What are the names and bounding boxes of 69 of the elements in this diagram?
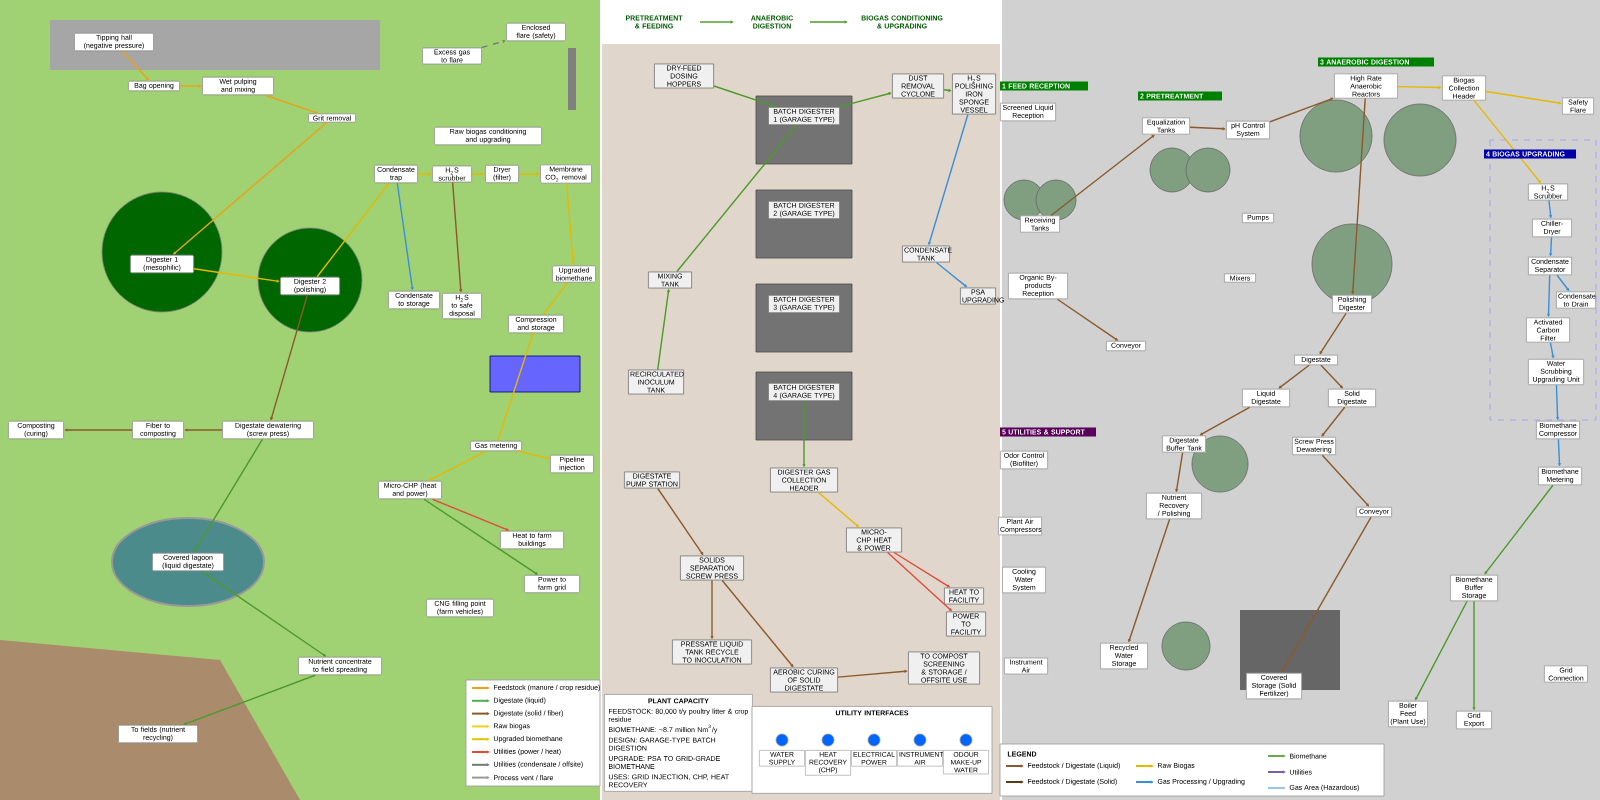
- flow-arrow: [423, 498, 538, 575]
- flow-arrow: [1319, 312, 1347, 355]
- flow-arrow: [396, 182, 414, 291]
- flow-arrow: [1281, 516, 1372, 673]
- flow-arrow: [1278, 364, 1310, 389]
- flow-arrow: [1175, 451, 1184, 493]
- flow-arrow: [1547, 274, 1551, 317]
- flow-arrow: [1484, 484, 1554, 575]
- flow-arrow: [837, 669, 908, 678]
- flow-arrow: [428, 450, 487, 481]
- flow-arrow: [657, 487, 704, 556]
- flow-arrow: [1321, 406, 1346, 437]
- flow-arrow: [676, 125, 797, 273]
- flow-arrow: [64, 428, 133, 432]
- flow-arrow: [928, 113, 969, 246]
- flow-arrow: [497, 332, 534, 441]
- flow-arrow: [1556, 274, 1570, 292]
- flow-arrow: [184, 428, 223, 432]
- flow-arrow: [1351, 97, 1366, 295]
- flow-arrow: [713, 85, 777, 108]
- flow-arrow: [480, 40, 506, 49]
- flow-arrow: [1189, 126, 1226, 131]
- flow-arrow: [121, 50, 149, 81]
- flow-arrow: [943, 88, 952, 92]
- flow-arrow: [1548, 199, 1553, 219]
- flow-arrow: [451, 181, 463, 293]
- flow-arrow: [838, 92, 892, 108]
- flow-arrow: [179, 84, 202, 88]
- flow-arrow: [809, 20, 848, 24]
- flow-arrow: [431, 498, 509, 531]
- flow-arrow: [173, 121, 328, 255]
- flow-arrow: [1320, 364, 1343, 389]
- flow-arrow: [886, 551, 953, 612]
- flow-arrow: [1557, 438, 1561, 467]
- flow-arrow: [1472, 600, 1476, 711]
- flow-arrow: [183, 674, 316, 725]
- flow-arrow: [893, 551, 950, 588]
- flow-arrow: [1199, 406, 1251, 436]
- flow-arrow: [1415, 600, 1468, 701]
- flow-arrow: [264, 94, 319, 114]
- flow-arrow: [935, 261, 968, 288]
- flow-arrow: [699, 20, 734, 24]
- flow-arrow: [1269, 97, 1334, 123]
- flow-arrow: [1056, 298, 1119, 341]
- flow-arrow: [517, 450, 550, 460]
- flow-arrow: [193, 438, 264, 553]
- flow-arrow: [417, 172, 432, 176]
- flow-arrow: [802, 400, 806, 468]
- flow-arrow: [566, 182, 575, 265]
- flow-arrow: [710, 579, 714, 639]
- flow-arrow: [543, 281, 569, 315]
- flow-arrow: [1549, 341, 1555, 359]
- flow-arrow: [1485, 90, 1562, 105]
- flow-arrow: [518, 172, 540, 176]
- flow-arrow: [657, 288, 670, 371]
- flow-arrow: [1397, 85, 1442, 89]
- flow-arrow: [193, 268, 280, 283]
- flow-arrow: [316, 183, 389, 278]
- flow-arrow: [1321, 454, 1370, 507]
- flow-arrow: [1473, 99, 1541, 184]
- flow-arrow: [471, 172, 485, 176]
- flow-arrow: [270, 294, 308, 421]
- flow-arrow: [721, 579, 794, 668]
- flow-arrow: [1555, 384, 1560, 421]
- flow-arrow: [200, 570, 327, 657]
- flow-arrow: [817, 491, 860, 528]
- flow-arrow: [1050, 134, 1155, 217]
- flow-arrow: [1549, 236, 1553, 257]
- flow-arrow: [1128, 518, 1171, 643]
